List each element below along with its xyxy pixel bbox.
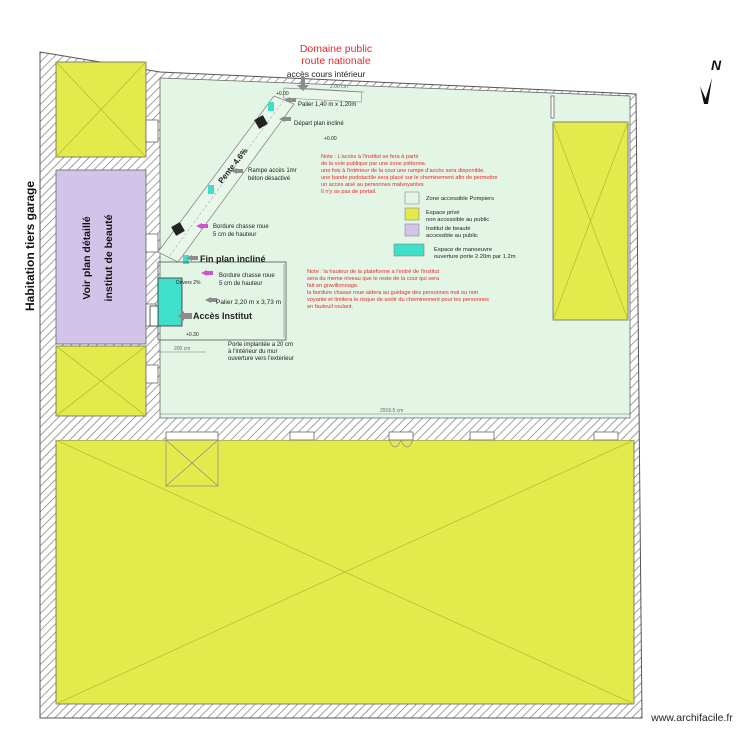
legend-swatch-pompiers [404, 191, 420, 205]
note-access: Note : L'accès à l'institut se fera à pa… [321, 154, 498, 195]
bordure2-label-1: Bordure chasse roue [219, 273, 275, 279]
legend-text: Zone accessible Pompiers Espace privé no… [426, 196, 516, 260]
private-area-mid-left-cross [55, 345, 147, 417]
legend-swatch-manoeuvre [393, 243, 425, 257]
note-platform-line: Note : la hauteur de la plateforme a l'e… [307, 269, 440, 275]
rampe-label-1: Rampe accès 1mr [248, 168, 297, 174]
institute-plan-label-2: institut de beauté [103, 214, 115, 301]
north-arrow-icon [700, 78, 712, 104]
garage-label: Habitation tiers garage [23, 181, 37, 311]
note-platform-line: voyante et limitera le risque de sortir … [307, 297, 489, 303]
note-platform-line: la bordure chasse roue aidera au guidage… [307, 290, 478, 296]
institute-area [55, 169, 147, 345]
fin-label: Fin plan incliné [200, 254, 266, 264]
access-court-label: accès cours intérieur [287, 69, 366, 79]
note-access-line: Note : L'accès à l'institut se fera à pa… [321, 154, 419, 160]
note-platform-line: sera du meme niveau que le reste de la c… [307, 276, 440, 282]
domain-public-label: Domaine public [300, 43, 372, 55]
bordure1-label-2: 5 cm de hauteur [213, 232, 256, 238]
pointer-arrows [178, 77, 309, 321]
wheelchair-icon [171, 115, 268, 236]
level-mark-2: +0.00 [324, 136, 337, 142]
note-access-line: de la voie publique par une zone piétonn… [321, 161, 427, 167]
window-swing [165, 439, 414, 487]
private-area-right-cross [552, 121, 629, 321]
legend-swatch-institute [404, 223, 420, 237]
note-access-line: une fois à l'intérieur de la cour une ra… [321, 168, 485, 174]
dim-top: 2.00 cm [330, 84, 348, 90]
note-platform: Note : la hauteur de la plateforme a l'e… [307, 269, 489, 310]
legend-manoeuvre-2: ouverture porte 2.20m par 1.2m [434, 254, 516, 260]
dim-landing: 200 cm [174, 346, 190, 352]
private-area-bottom-cross [55, 439, 635, 705]
bordure2-label-2: 5 cm de hauteur [219, 281, 262, 287]
site-watermark: www.archifacile.fr [650, 712, 733, 724]
porte-label-2: à l'intérieur du mur [228, 349, 278, 355]
route-nationale-label: route nationale [301, 55, 371, 67]
palier-low-label: Palier 2,20 m x 3,73 m [216, 299, 281, 306]
porte-label-3: ouverture vers l'exterieur [228, 356, 294, 362]
bordure1-label-1: Bordure chasse roue [213, 224, 269, 230]
inner-wall [56, 420, 634, 440]
legend-institute-1: Institut de beauté [426, 226, 470, 232]
note-access-line: une bande podotactile sera placé sur le … [321, 175, 498, 181]
depart-label: Départ plan incliné [294, 121, 344, 127]
legend-private-2: non accessible au public [426, 217, 489, 223]
institute-plan-label-1: Voir plan détaillé [81, 216, 93, 299]
north-letter: N [711, 57, 722, 73]
direction-arrows [183, 102, 274, 264]
note-access-line: un accès aisé au personnes malvoyantes [321, 182, 424, 188]
legend-manoeuvre-1: Espace de manoeuvre [434, 247, 492, 253]
note-platform-line: en fauteuil roulant. [307, 304, 353, 310]
devers-label: Dévers 2% [176, 280, 201, 286]
legend-swatches [393, 191, 425, 257]
level-mark-1: +0.00 [276, 91, 289, 97]
legend-institute-2: accessible au public [426, 233, 478, 239]
dimension-lines [158, 87, 630, 415]
legend-pompiers: Zone accessible Pompiers [426, 196, 494, 202]
dim-court: 2916.5 cm [380, 408, 403, 414]
legend-swatch-private [404, 207, 420, 221]
note-platform-line: fait en gravillonnage. [307, 283, 359, 289]
level-mark-3: +0.30 [186, 332, 199, 338]
ramp-landing-top [283, 87, 363, 103]
lower-landing [149, 261, 287, 341]
acces-label: Accès Institut [193, 311, 252, 321]
porte-label-1: Porte implantée a 20 cm [228, 342, 293, 348]
note-access-line: Il n'y as pas de portail. [321, 189, 377, 195]
legend-private-1: Espace privé [426, 210, 460, 216]
rampe-label-2: béton désactivé [248, 176, 291, 182]
palier-top-label: Palier 1,40 m x 1,20m [298, 102, 356, 108]
private-area-top-left-cross [55, 61, 147, 158]
